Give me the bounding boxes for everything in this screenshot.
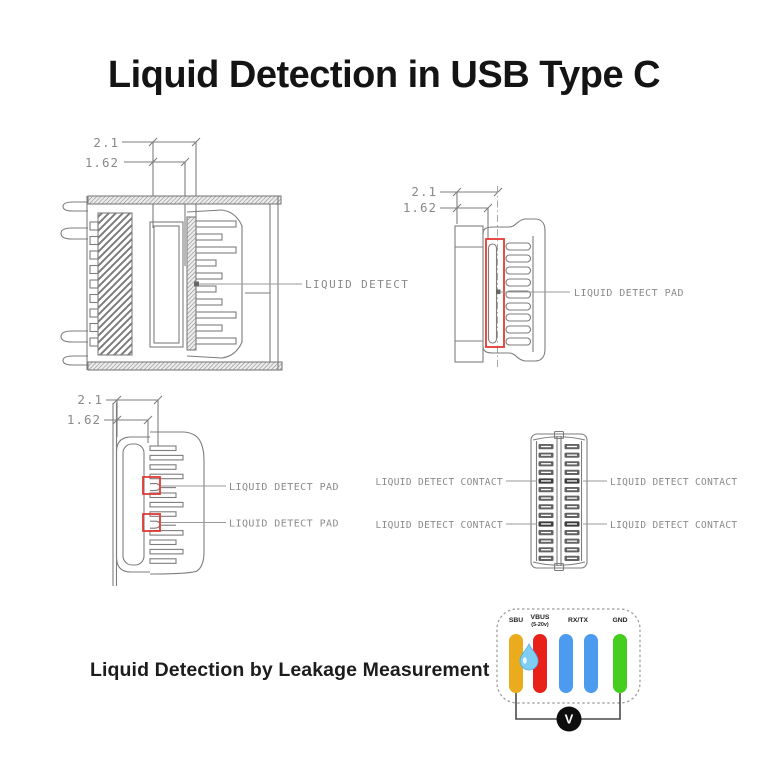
drawing-cross-section: LIQUID DETECT 2.1 1.62 xyxy=(60,135,409,371)
drawing-contacts: LIQUID DETECT CONTACT LIQUID DETECT CONT… xyxy=(376,430,738,572)
dimension-lines xyxy=(440,187,503,240)
callout-label: LIQUID DETECT xyxy=(305,278,409,291)
drawing-tongue: LIQUID DETECT PAD LIQUID DETECT PAD 2.1 … xyxy=(67,392,339,586)
page-title: Liquid Detection in USB Type C xyxy=(107,54,661,96)
dim-label-2-1: 2.1 xyxy=(93,135,119,150)
callout-contacts: LIQUID DETECT CONTACT LIQUID DETECT CONT… xyxy=(376,477,738,531)
pin-bars xyxy=(509,634,627,693)
highlight-box-pad xyxy=(485,238,505,348)
connector-body xyxy=(454,218,546,363)
dim-label-2-1: 2.1 xyxy=(411,184,437,199)
contact-housing xyxy=(530,430,588,572)
drawing-pad-side: LIQUID DETECT PAD 2.1 1.62 xyxy=(403,184,684,370)
leader-dot xyxy=(496,289,501,294)
pin-labels: SBU VBUS (5-20v) RX/TX GND xyxy=(509,614,628,628)
pin-bar-tx xyxy=(584,634,598,693)
pin-label-vbus-range: (5-20v) xyxy=(531,622,549,628)
pin-label-sbu: SBU xyxy=(509,617,523,624)
callout-label-right-top: LIQUID DETECT CONTACT xyxy=(610,477,737,488)
callout-label-right-bottom: LIQUID DETECT CONTACT xyxy=(610,520,737,531)
voltmeter-icon: V xyxy=(556,706,582,732)
pin-label-rxtx: RX/TX xyxy=(568,617,588,624)
pin-bar-sbu xyxy=(509,634,523,693)
liquid-detect-column xyxy=(186,209,243,359)
tongue-body xyxy=(112,403,205,586)
highlight-box-pad-bottom xyxy=(142,513,161,532)
pin-bar-rx xyxy=(559,634,573,693)
callout-label-left-bottom: LIQUID DETECT CONTACT xyxy=(376,520,503,531)
callout-pad-bottom: LIQUID DETECT PAD xyxy=(161,519,339,530)
leader-dot xyxy=(194,281,199,287)
callout-label-left-top: LIQUID DETECT CONTACT xyxy=(376,477,503,488)
callout-label: LIQUID DETECT PAD xyxy=(229,519,339,530)
hatched-block-and-pins xyxy=(89,212,133,356)
highlight-box-pad-top xyxy=(142,476,161,495)
dim-label-2-1: 2.1 xyxy=(77,392,103,407)
water-droplet-icon xyxy=(519,642,539,671)
callout-label: LIQUID DETECT PAD xyxy=(229,482,339,493)
callout-liquid-detect: LIQUID DETECT xyxy=(194,278,409,291)
pin-label-vbus: VBUS xyxy=(531,614,550,621)
callout-pad-top: LIQUID DETECT PAD xyxy=(161,482,339,493)
callout-liquid-detect-pad: LIQUID DETECT PAD xyxy=(496,288,684,299)
dim-label-1-62: 1.62 xyxy=(403,200,437,215)
contact-pads xyxy=(538,444,580,561)
connector-shell xyxy=(60,195,283,371)
pin-bar-gnd xyxy=(613,634,627,693)
contact-teeth xyxy=(149,445,184,564)
dim-label-1-62: 1.62 xyxy=(85,155,119,170)
caption-text: Liquid Detection by Leakage Measurement xyxy=(90,659,490,681)
pinout-diagram: SBU VBUS (5-20v) RX/TX GND V xyxy=(496,608,641,732)
callout-label: LIQUID DETECT PAD xyxy=(574,288,684,299)
voltmeter-label: V xyxy=(565,712,574,727)
pinout-card-border xyxy=(496,608,641,704)
center-plate xyxy=(149,221,184,348)
dim-label-1-62: 1.62 xyxy=(67,412,101,427)
pin-bar-vbus xyxy=(533,634,547,693)
dimension-lines xyxy=(122,137,201,270)
pin-label-gnd: GND xyxy=(612,617,627,624)
